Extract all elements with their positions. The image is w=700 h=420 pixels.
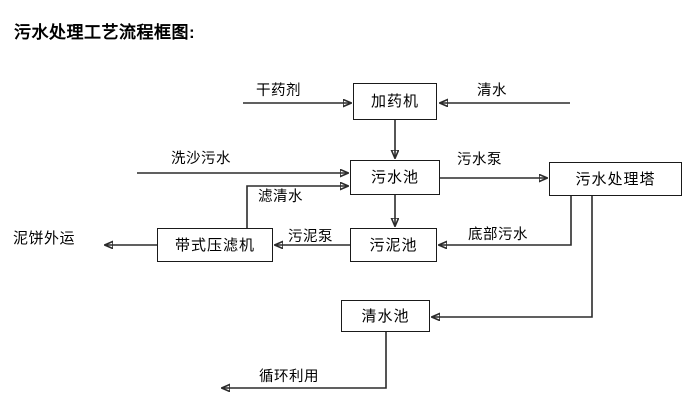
edge-label-clean-water-in: 清水 (477, 83, 507, 99)
node-belt-filter-press[interactable]: 带式压滤机 (157, 228, 273, 262)
node-sewage-treatment-tower[interactable]: 污水处理塔 (549, 162, 682, 196)
edge-tower-bottom-sewage-to-sludge-pool (439, 196, 572, 245)
edge-tower-to-clean-water-pool (432, 196, 593, 317)
edge-label-sand-washing-sewage: 洗沙污水 (171, 151, 231, 167)
node-label: 污水处理塔 (575, 170, 656, 188)
node-label: 污水池 (370, 169, 419, 186)
edge-label-sewage-pump: 污水泵 (457, 152, 502, 168)
edge-label-filtered-clear-water: 滤清水 (258, 189, 303, 205)
node-label: 加药机 (370, 93, 419, 110)
edge-filtered-water-to-sewage-pool (246, 186, 348, 228)
edge-clean-water-pool-recycle (222, 332, 387, 388)
node-label: 清水池 (361, 307, 410, 325)
edge-label-dry-reagent: 干药剂 (256, 83, 301, 99)
page-title: 污水处理工艺流程框图: (14, 23, 196, 42)
node-sludge-pool[interactable]: 污泥池 (350, 228, 437, 262)
terminal-label-mud-cake-transport: 泥饼外运 (13, 230, 76, 247)
node-clean-water-pool[interactable]: 清水池 (341, 300, 430, 332)
edge-label-recycle-use: 循环利用 (259, 369, 319, 385)
node-sewage-pool[interactable]: 污水池 (350, 160, 440, 195)
node-label: 带式压滤机 (174, 236, 255, 254)
edge-label-bottom-sewage: 底部污水 (468, 227, 528, 243)
node-dosing-machine[interactable]: 加药机 (353, 83, 437, 120)
node-label: 污泥池 (369, 236, 418, 254)
edge-label-sludge-pump: 污泥泵 (288, 229, 333, 245)
